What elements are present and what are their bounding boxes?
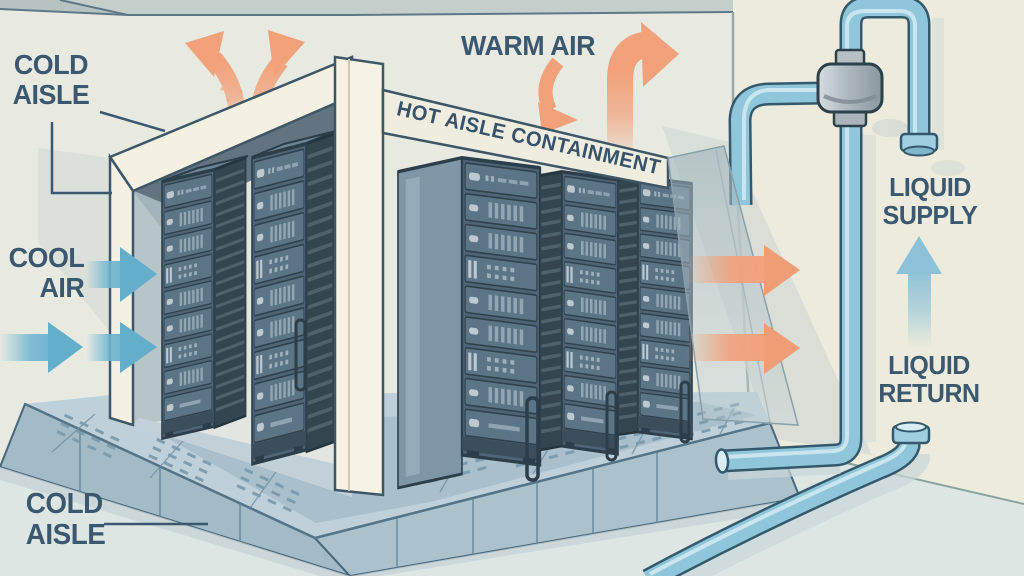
pipe-valve-icon [816,48,884,128]
label-line: AISLE [12,79,90,111]
liquid-supply-arrow-icon [896,236,942,274]
warm-air-up-arrow-icon [268,30,305,77]
warm-air-exhaust-arrows [686,245,800,374]
hot-aisle-racks [397,155,694,490]
pipe-open-end-icon [714,448,730,474]
cool-air-arrow-icon [120,322,157,373]
server-rack [160,155,249,441]
warm-air-label: WARM AIR [460,30,596,61]
cool-air-arrow-icon [48,322,83,373]
pipe-flange-up [891,421,931,445]
server-rack [250,130,337,467]
server-rack [538,169,620,462]
warm-air-right-arrow [607,22,679,160]
ceiling [0,0,733,15]
cold-aisle-containment [108,55,354,497]
containment-corner-post [333,55,385,497]
server-rack [397,155,542,490]
liquid-supply-pipe [714,0,939,480]
warm-air-right-arrow-icon [641,22,679,87]
warm-air-curl-arrow-icon [538,57,578,134]
warm-air-exhaust-arrow-icon [764,323,800,374]
pipe-flange-down [899,132,939,157]
warm-air-exhaust-arrow-icon [764,245,800,296]
label-line: COLD [13,49,89,80]
coolant-branch-pipe [728,81,825,206]
cool-air-arrows [0,247,157,373]
liquid-return-floor-pipe [642,421,931,576]
warm-air-up-arrow-icon [185,31,224,77]
hot-aisle-containment-banner [381,88,670,190]
cool-air-arrow-icon [120,247,157,302]
leader-lines [50,110,208,526]
liquid-supply-arrow [896,236,942,348]
